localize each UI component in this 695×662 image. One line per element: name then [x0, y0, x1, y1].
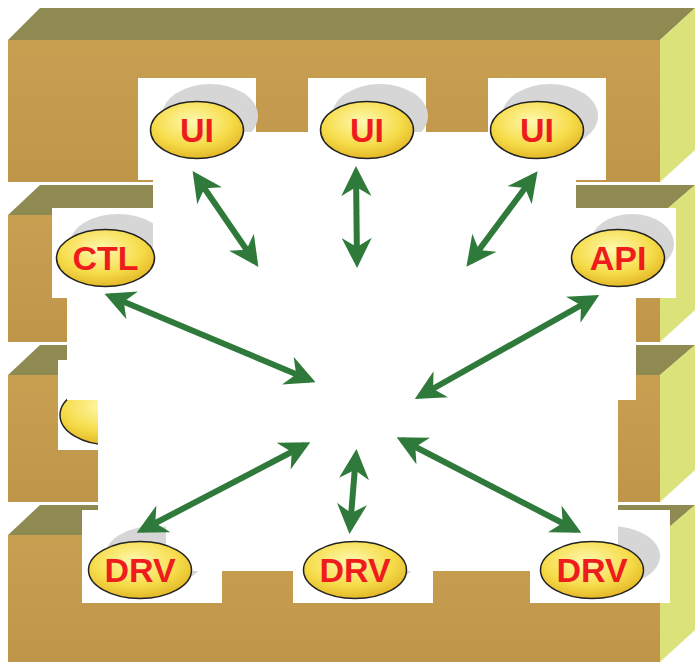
layer-oval: CTL [55, 228, 156, 288]
layer-label: DRV [302, 553, 408, 587]
white-tiles [52, 78, 676, 603]
layer-oval: DRV [87, 540, 193, 600]
layer-oval: UI [319, 100, 415, 160]
layer-slabs [8, 8, 695, 662]
white-overlay [67, 132, 636, 571]
layer-label: CTL [55, 241, 156, 275]
layer-oval: DRV [539, 540, 645, 600]
layer-label: API [570, 241, 666, 275]
layer-label: DRV [539, 553, 645, 587]
layer-label: UI [319, 113, 415, 147]
layer-oval: UI [149, 100, 245, 160]
layer-oval: DRV [302, 540, 408, 600]
layer-oval: API [570, 228, 666, 288]
layer-oval: UI [489, 100, 585, 160]
layer-label: DRV [87, 553, 193, 587]
radial-arrows [110, 172, 594, 530]
layer-label: UI [489, 113, 585, 147]
layer-label: UI [149, 113, 245, 147]
